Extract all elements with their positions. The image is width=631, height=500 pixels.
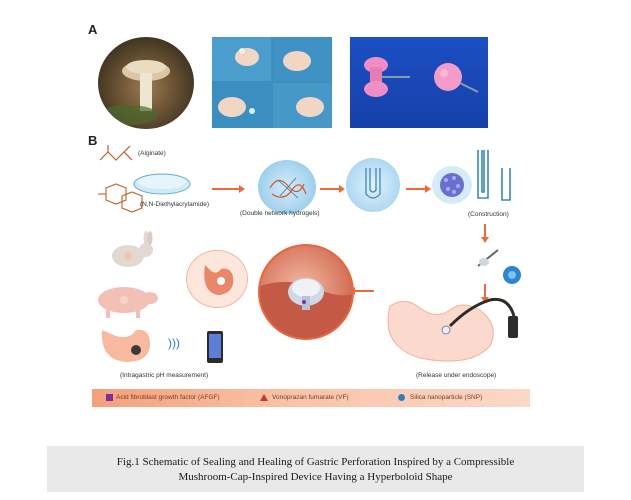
flow-arrow-2 (320, 185, 345, 193)
flow-arrow-4 (354, 290, 374, 292)
smartphone-icon (206, 330, 224, 364)
nanoparticle-cluster-icon (432, 166, 472, 204)
compressed-device-icon (500, 264, 524, 286)
diethylacrylamide-label: (N,N-Diethylacrylamide) (140, 201, 209, 208)
release-endoscope-label: (Release under endoscope) (416, 372, 497, 379)
double-network-hydrogel-icon (258, 160, 316, 214)
snp-marker-icon (398, 394, 405, 401)
flow-arrow-down-1 (484, 224, 486, 238)
double-network-label: (Double network hydrogels) (240, 210, 320, 217)
afgf-marker-icon (106, 394, 113, 401)
caption-line-1: Fig.1 Schematic of Sealing and Healing o… (116, 456, 515, 468)
pink-device-photo (350, 37, 488, 128)
stomach-diagram-icon (186, 250, 248, 308)
diethylacrylamide-structure-icon (96, 180, 144, 216)
legend-snp: Silica nanoparticle (SNP) (410, 394, 483, 401)
construction-device-icon (470, 148, 518, 210)
syringe-icon (474, 246, 504, 270)
pig-icon (90, 280, 160, 320)
perforation-sealing-zoom (258, 244, 354, 340)
hand-demo-photo-grid (212, 37, 332, 128)
petri-dish-icon (132, 170, 192, 198)
construction-label: (Construction) (468, 211, 509, 218)
endoscope-release-icon (380, 286, 530, 368)
stomach-ph-icon (96, 320, 156, 368)
flow-arrow-3 (406, 185, 431, 193)
alginate-structure-icon (96, 142, 140, 170)
signal-waves-icon: ))) (168, 336, 180, 350)
legend-bar: Acid fibroblast growth factor (AFGF) Von… (92, 389, 530, 407)
legend-afgf: Acid fibroblast growth factor (AFGF) (116, 394, 220, 401)
hyperboloid-device-icon (346, 158, 400, 212)
caption-line-2: Mushroom-Cap-Inspired Device Having a Hy… (178, 471, 453, 483)
mushroom-photo (98, 37, 194, 129)
rabbit-icon (108, 230, 158, 270)
vf-marker-icon (260, 394, 268, 401)
alginate-label: (Alginate) (138, 150, 166, 157)
panel-b-letter: B (88, 133, 98, 148)
panel-a-letter: A (88, 22, 98, 37)
legend-vf: Vonoprazan fumarate (VF) (272, 394, 349, 401)
figure-caption-box: Fig.1 Schematic of Sealing and Healing o… (47, 446, 584, 492)
flow-arrow-1 (212, 185, 245, 193)
intragastric-ph-label: (Intragastric pH measurement) (120, 372, 209, 379)
